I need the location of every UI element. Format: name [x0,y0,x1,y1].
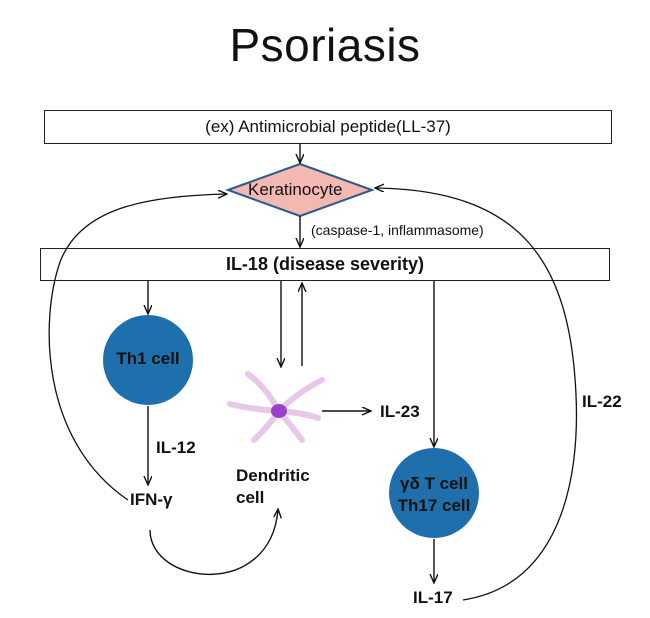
dendritic-label-line1: Dendritic [236,466,310,485]
dendritic-label-line2: cell [236,488,265,507]
il18-label: IL-18 (disease severity) [225,254,425,274]
caspase-label: (caspase-1, inflammasome) [311,222,484,238]
arrow-ifn-to-dendritic [149,510,278,575]
arrow-il22-to-keratinocyte [376,188,578,601]
il22-label: IL-22 [582,392,622,411]
arrow-ifn-to-keratinocyte [48,194,226,501]
gd-th17-cell-node [389,448,479,538]
diagram-title: Psoriasis [229,19,421,71]
antimicrobial-peptide-label: (ex) Antimicrobial peptide(LL-37) [205,117,451,136]
keratinocyte-node [225,162,375,218]
th1-cell-label: Th1 cell [116,349,180,368]
ifn-gamma-label: IFN-γ [130,490,173,509]
keratinocyte-label: Keratinocyte [248,180,343,199]
il17-label: IL-17 [413,588,453,607]
th1-cell-node [103,315,193,405]
antimicrobial-peptide-box: (ex) Antimicrobial peptide(LL-37) [44,110,612,144]
il12-label: IL-12 [156,438,196,457]
il23-label: IL-23 [380,402,420,421]
il18-box: IL-18 (disease severity) [40,248,610,281]
dendritic-cell-icon [227,371,325,443]
gd-t-cell-label: γδ T cell [400,474,468,493]
th17-cell-label: Th17 cell [397,496,471,515]
